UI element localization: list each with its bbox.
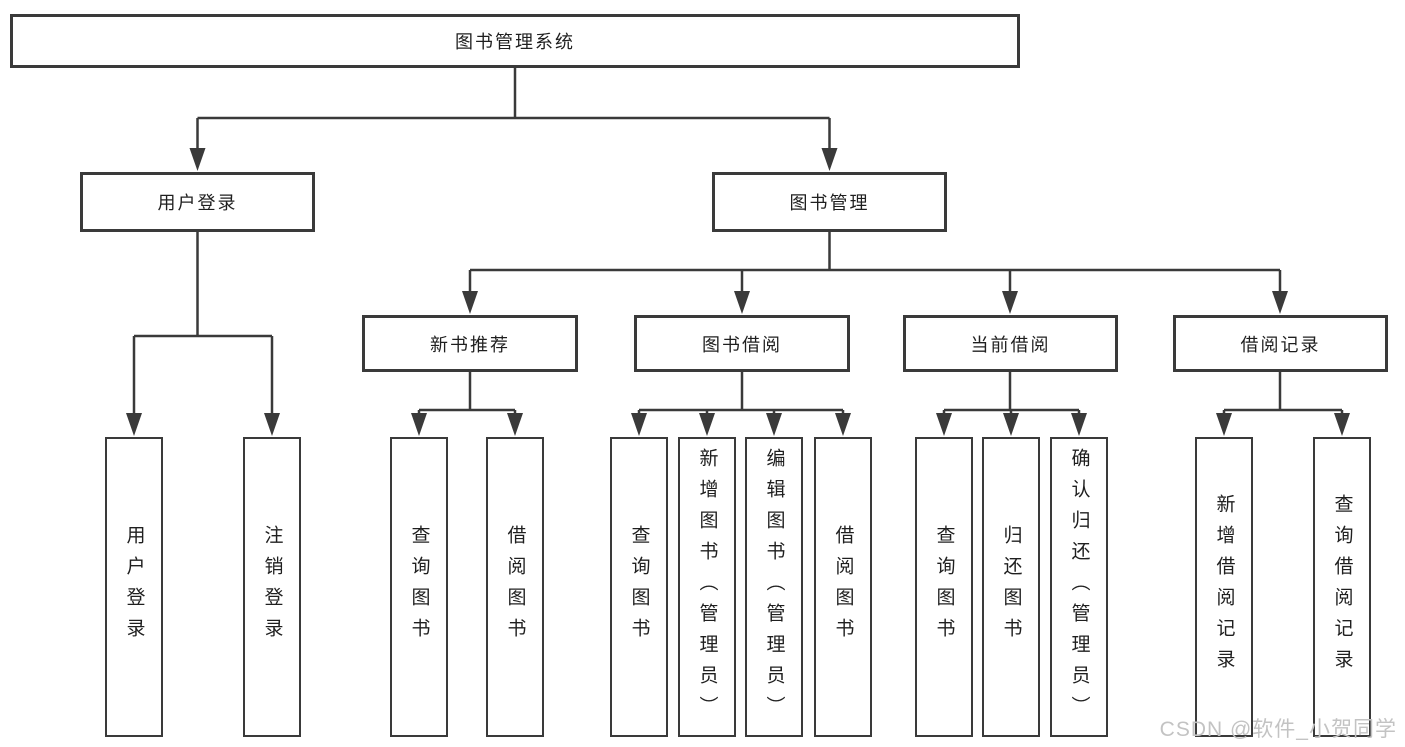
leaf-confirm-return-admin: 确认归还（管理员） (1050, 437, 1108, 737)
leaf-logout: 注销登录 (243, 437, 301, 737)
leaf-query-book-recommend-label: 查询图书 (408, 525, 430, 649)
leaf-borrow-book-borrow: 借阅图书 (814, 437, 872, 737)
leaf-user-login: 用户登录 (105, 437, 163, 737)
leaf-logout-label: 注销登录 (261, 525, 283, 649)
node-borrow-record: 借阅记录 (1173, 315, 1388, 372)
node-book-borrow: 图书借阅 (634, 315, 850, 372)
csdn-watermark: CSDN @软件_小贺同学 (1159, 718, 1397, 741)
leaf-edit-book-admin: 编辑图书（管理员） (745, 437, 803, 737)
node-root: 图书管理系统 (10, 14, 1020, 68)
leaf-edit-book-admin-label: 编辑图书（管理员） (763, 447, 785, 727)
leaf-user-login-label: 用户登录 (123, 525, 145, 649)
node-user-login: 用户登录 (80, 172, 315, 232)
leaf-query-book-current-label: 查询图书 (933, 525, 955, 649)
leaf-add-book-admin: 新增图书（管理员） (678, 437, 736, 737)
leaf-add-book-admin-label: 新增图书（管理员） (696, 447, 718, 727)
node-book-manage: 图书管理 (712, 172, 947, 232)
node-new-book-recommend: 新书推荐 (362, 315, 578, 372)
leaf-add-borrow-record-label: 新增借阅记录 (1213, 494, 1235, 680)
leaf-return-book-label: 归还图书 (1000, 525, 1022, 649)
leaf-query-borrow-record-label: 查询借阅记录 (1331, 494, 1353, 680)
leaf-return-book: 归还图书 (982, 437, 1040, 737)
node-current-borrow: 当前借阅 (903, 315, 1118, 372)
leaf-borrow-book-recommend-label: 借阅图书 (504, 525, 526, 649)
leaf-borrow-book-recommend: 借阅图书 (486, 437, 544, 737)
leaf-query-book-current: 查询图书 (915, 437, 973, 737)
leaf-add-borrow-record: 新增借阅记录 (1195, 437, 1253, 737)
leaf-query-book-borrow: 查询图书 (610, 437, 668, 737)
leaf-borrow-book-borrow-label: 借阅图书 (832, 525, 854, 649)
leaf-confirm-return-admin-label: 确认归还（管理员） (1068, 447, 1090, 727)
leaf-query-book-recommend: 查询图书 (390, 437, 448, 737)
leaf-query-book-borrow-label: 查询图书 (628, 525, 650, 649)
leaf-query-borrow-record: 查询借阅记录 (1313, 437, 1371, 737)
